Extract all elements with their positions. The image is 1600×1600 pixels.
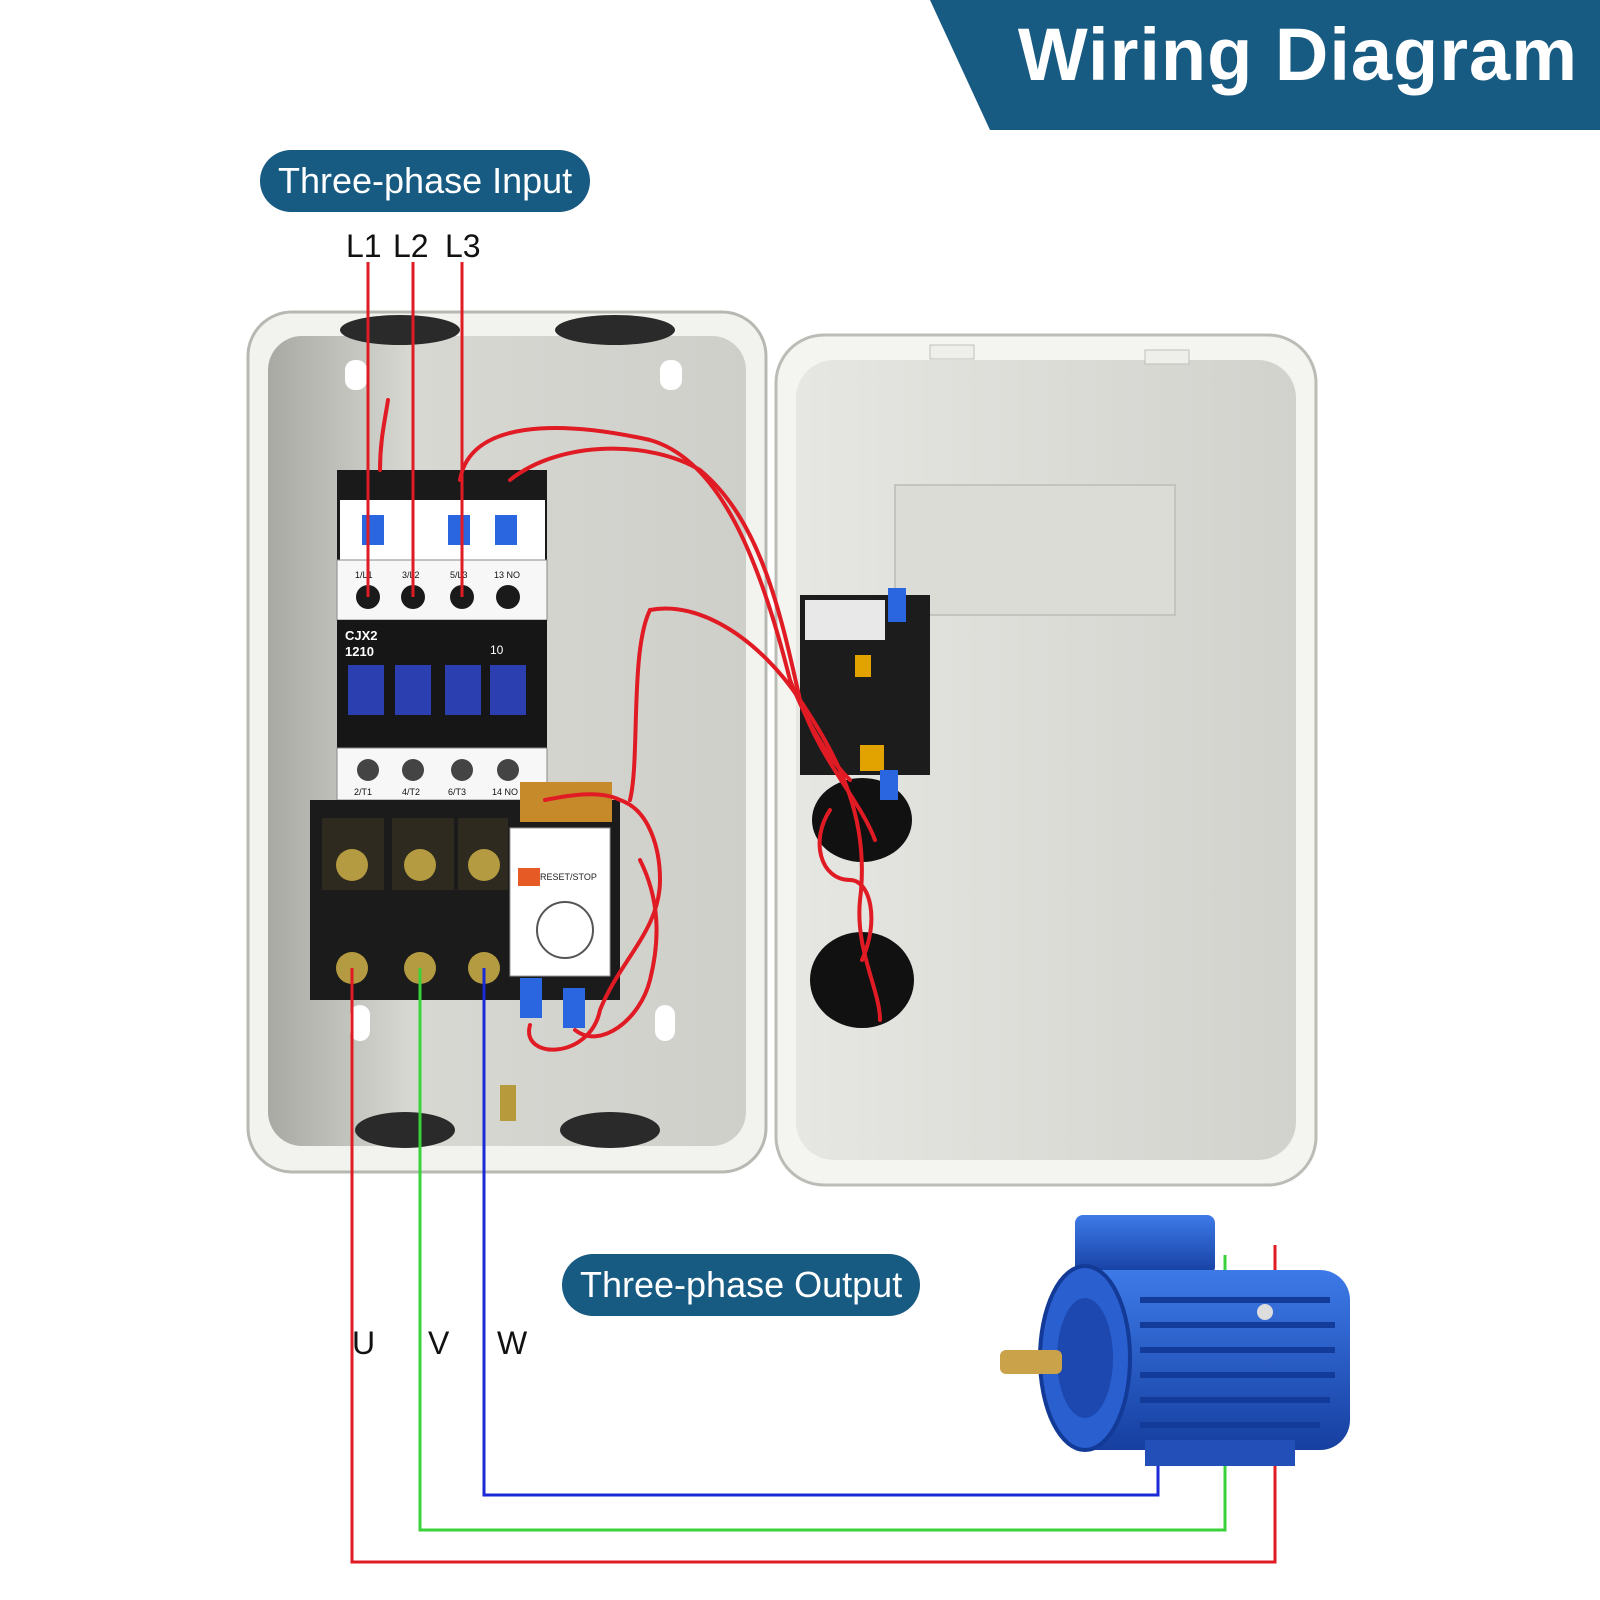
- input-line-l2: L2: [393, 228, 429, 264]
- output-line-v: V: [428, 1325, 450, 1361]
- top-terminal-3: 5/L3: [450, 570, 468, 580]
- coil-label: 380V 50: [405, 502, 439, 512]
- contactor-model-line1: CJX2: [345, 628, 378, 643]
- input-line-l1: L1: [346, 228, 382, 264]
- contactor-rating: 10: [490, 643, 504, 657]
- top-terminal-1: 1/L1: [355, 570, 373, 580]
- output-line-w: W: [497, 1325, 528, 1361]
- contactor-icon: [336, 470, 548, 801]
- output-line-u: U: [352, 1325, 376, 1361]
- input-wires: [366, 262, 464, 597]
- coil-terminal: A2: [474, 500, 485, 510]
- top-terminal-2: 3/L2: [402, 570, 420, 580]
- output-label: Three-phase Output: [562, 1254, 921, 1316]
- bottom-terminal-3: 6/T3: [448, 787, 466, 797]
- page-title: Wiring Diagram: [1017, 13, 1578, 96]
- bottom-terminal-2: 4/T2: [402, 787, 420, 797]
- contactor-model-line2: 1210: [345, 644, 374, 659]
- push-button-icon: [800, 588, 930, 1028]
- motor-icon: [1000, 1215, 1350, 1466]
- input-label: Three-phase Input: [260, 150, 591, 212]
- bottom-terminal-1: 2/T1: [354, 787, 372, 797]
- bottom-terminal-4: 14 NO: [492, 787, 518, 797]
- relay-reset-label: RESET/STOP: [540, 872, 597, 882]
- control-wiring: [378, 398, 882, 1052]
- top-terminal-4: 13 NO: [494, 570, 520, 580]
- overload-relay-icon: [310, 782, 620, 1028]
- input-line-l3: L3: [445, 228, 481, 264]
